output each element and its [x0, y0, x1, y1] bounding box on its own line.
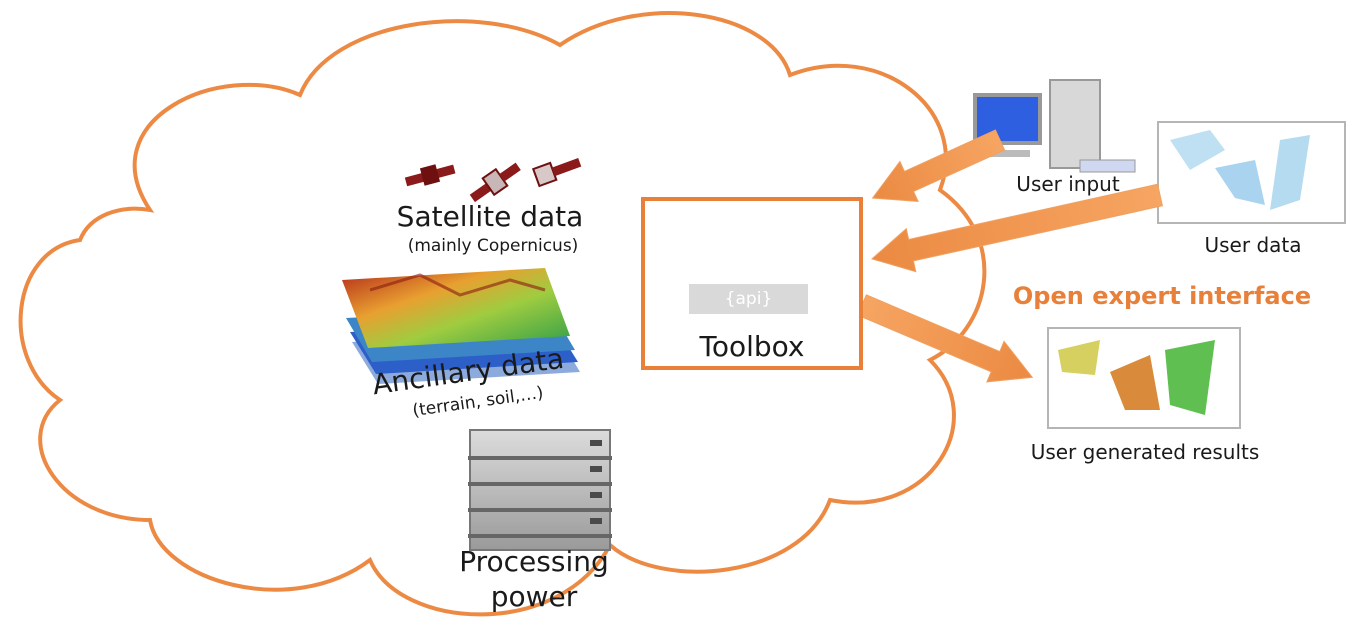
user-generated-results-label: User generated results [1030, 440, 1260, 464]
satellite-data-title: Satellite data [396, 200, 584, 233]
processing-power-line1: Processing [459, 545, 609, 578]
arrow-input-to-toolbox [871, 129, 1006, 203]
user-data-label: User data [1204, 233, 1302, 257]
open-expert-interface-label: Open expert interface [1012, 282, 1312, 310]
arrow-toolbox-to-results [857, 294, 1034, 383]
user-input-label: User input [1016, 172, 1120, 196]
terrain-layers-icon [342, 268, 580, 384]
server-rack-icon [468, 429, 612, 551]
processing-power-line2: power [490, 580, 578, 613]
toolbox-label: Toolbox [699, 330, 805, 363]
toolbox-box [641, 197, 863, 370]
flow-arrows [857, 129, 1163, 383]
satellite-icon [404, 158, 582, 203]
user-data-map [1157, 121, 1346, 224]
api-label: {api} [689, 284, 808, 314]
computer-icon [973, 79, 1136, 173]
results-map [1047, 327, 1241, 429]
satellite-data-subtitle: (mainly Copernicus) [407, 236, 579, 256]
arrow-data-to-toolbox [870, 183, 1163, 273]
